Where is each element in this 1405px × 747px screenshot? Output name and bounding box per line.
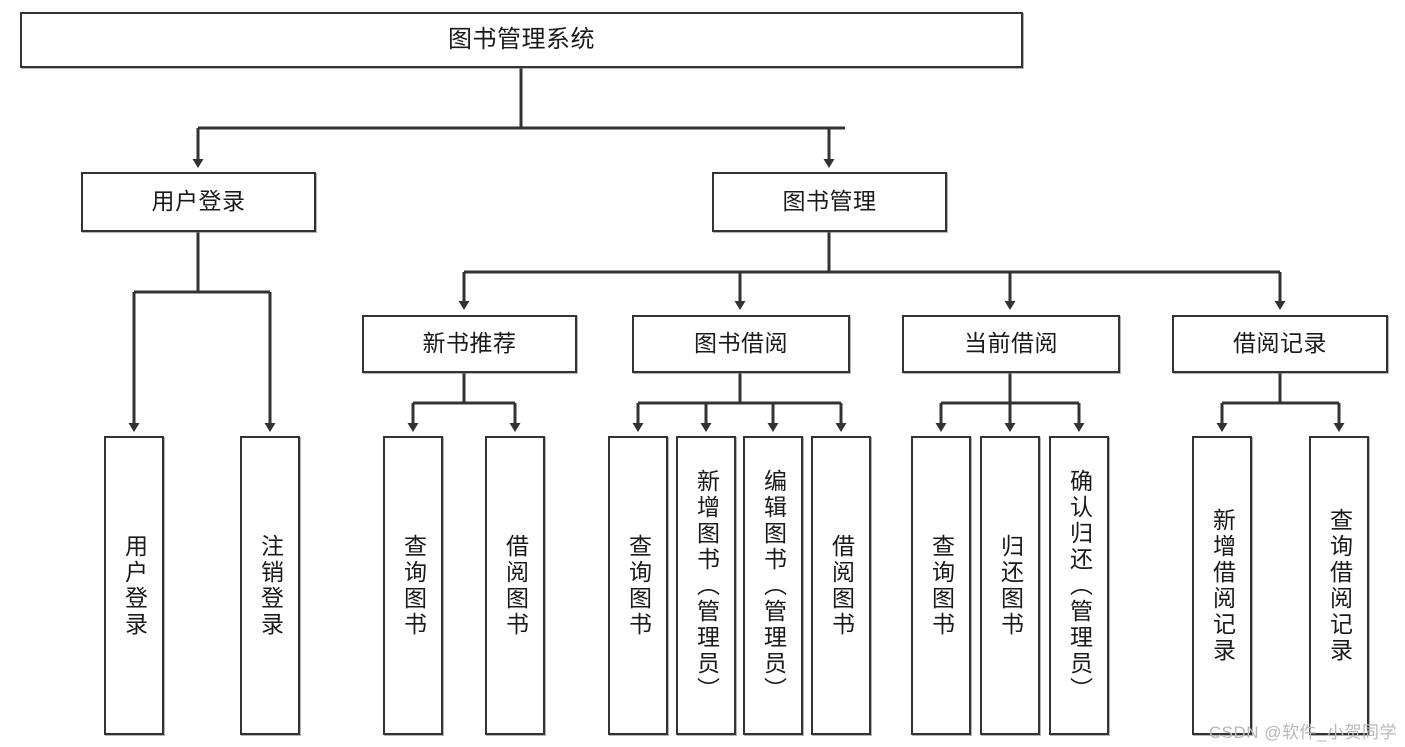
node-label: 新增借阅记录	[1209, 507, 1236, 664]
leaf-borrow-edit-book[interactable]: 编辑图书（管理员）	[743, 436, 803, 735]
leaf-new-book-borrow[interactable]: 借阅图书	[485, 436, 545, 735]
leaf-borrow-query-book[interactable]: 查询图书	[608, 436, 668, 735]
leaf-user-login-login[interactable]: 用户登录	[104, 436, 164, 735]
node-label: 用户登录	[121, 533, 148, 638]
node-borrow-record[interactable]: 借阅记录	[1172, 315, 1388, 373]
leaf-new-book-query[interactable]: 查询图书	[383, 436, 443, 735]
leaf-current-return-book[interactable]: 归还图书	[980, 436, 1040, 735]
node-label: 借阅图书	[828, 533, 855, 638]
leaf-user-login-logout[interactable]: 注销登录	[240, 436, 300, 735]
leaf-borrow-borrow-book[interactable]: 借阅图书	[811, 436, 871, 735]
node-label: 图书借阅	[694, 330, 788, 357]
node-user-login[interactable]: 用户登录	[81, 172, 316, 232]
leaf-current-confirm-return[interactable]: 确认归还（管理员）	[1049, 436, 1109, 735]
node-label: 编辑图书（管理员）	[760, 468, 787, 703]
node-new-book-recommend[interactable]: 新书推荐	[362, 315, 577, 373]
node-label: 注销登录	[257, 533, 284, 638]
node-label: 查询借阅记录	[1326, 507, 1353, 664]
node-current-borrow[interactable]: 当前借阅	[902, 315, 1120, 373]
node-label: 图书管理系统	[448, 25, 595, 53]
node-label: 归还图书	[997, 533, 1024, 638]
node-label: 图书管理	[782, 188, 877, 215]
node-root-system[interactable]: 图书管理系统	[20, 12, 1023, 68]
leaf-borrow-add-book[interactable]: 新增图书（管理员）	[676, 436, 736, 735]
leaf-current-query-book[interactable]: 查询图书	[911, 436, 971, 735]
node-label: 借阅记录	[1233, 330, 1327, 357]
leaf-record-query[interactable]: 查询借阅记录	[1309, 436, 1369, 735]
node-label: 新书推荐	[422, 330, 517, 357]
node-label: 确认归还（管理员）	[1066, 468, 1093, 703]
node-label: 查询图书	[625, 533, 652, 638]
node-label: 借阅图书	[502, 533, 529, 638]
node-label: 当前借阅	[964, 330, 1058, 357]
node-label: 用户登录	[151, 188, 246, 215]
node-book-borrow[interactable]: 图书借阅	[632, 315, 850, 373]
node-label: 新增图书（管理员）	[693, 468, 720, 703]
watermark: CSDN @软件_小贺同学	[1208, 723, 1397, 742]
node-label: 查询图书	[400, 533, 427, 638]
node-book-management[interactable]: 图书管理	[712, 172, 947, 232]
node-label: 查询图书	[928, 533, 955, 638]
leaf-record-add[interactable]: 新增借阅记录	[1192, 436, 1252, 735]
